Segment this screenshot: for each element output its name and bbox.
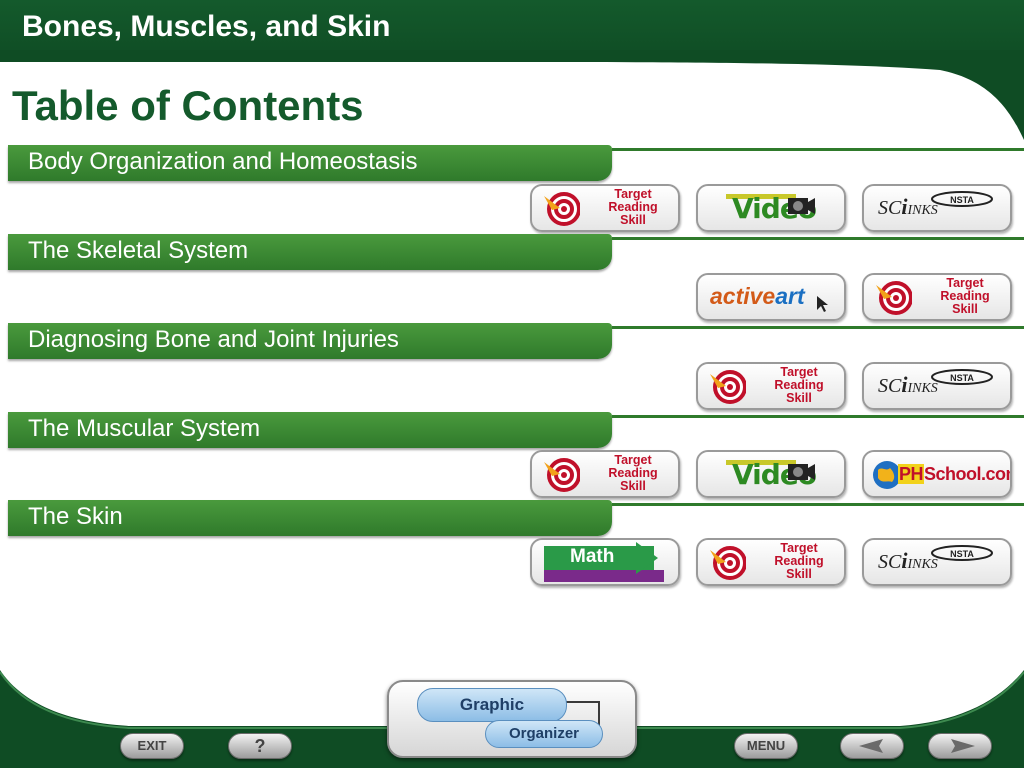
target-icon [710,546,746,580]
section-divider [612,503,1024,506]
scilinks-label: SCiINKS [878,194,938,219]
target-icon [544,192,580,226]
section-diagnosing-injuries[interactable]: Diagnosing Bone and Joint Injuries [8,323,612,359]
active-art-button[interactable]: activeart [696,273,846,321]
section-label: Diagnosing Bone and Joint Injuries [28,326,399,353]
target-reading-skill-label: Target Reading Skill [608,453,658,493]
scilinks-label: SCiINKS [878,548,938,573]
svg-text:NSTA: NSTA [950,195,974,205]
target-reading-skill-label: Target Reading Skill [774,365,824,405]
section-muscular-system[interactable]: The Muscular System [8,412,612,448]
svg-text:NSTA: NSTA [950,373,974,383]
math-stripe [544,570,664,582]
video-bar [726,460,796,465]
target-reading-skill-button[interactable]: Target Reading Skill [696,362,846,410]
target-reading-skill-button[interactable]: Target Reading Skill [696,538,846,586]
video-camera-icon [788,464,815,480]
math-banner [544,546,654,570]
organizer-pill: Organizer [485,720,603,748]
video-button[interactable]: Video [696,184,846,232]
phschool-label: PHSchool.com [898,464,1012,484]
help-button[interactable]: ? [228,733,292,759]
section-divider [612,326,1024,329]
target-reading-skill-button[interactable]: Target Reading Skill [530,184,680,232]
section-label: The Skin [28,503,123,530]
header-title: Bones, Muscles, and Skin [22,10,391,43]
cursor-icon [817,296,828,312]
scilinks-label: SCiINKS [878,372,938,397]
target-reading-skill-button[interactable]: Target Reading Skill [530,450,680,498]
exit-button[interactable]: EXIT [120,733,184,759]
math-button[interactable]: Math [530,538,680,586]
previous-button[interactable] [840,733,904,759]
target-reading-skill-label: Target Reading Skill [608,187,658,227]
target-icon [710,370,746,404]
scilinks-button[interactable]: SCiINKS NSTA [862,362,1012,410]
video-camera-icon [788,198,815,214]
section-skeletal-system[interactable]: The Skeletal System [8,234,612,270]
section-body-organization[interactable]: Body Organization and Homeostasis [8,145,612,181]
globe-icon [873,461,901,489]
page-title: Table of Contents [12,82,364,129]
active-art-label: activeart [710,283,805,309]
scilinks-button[interactable]: SCiINKS NSTA [862,184,1012,232]
menu-button[interactable]: MENU [734,733,798,759]
target-reading-skill-label: Target Reading Skill [940,276,990,316]
section-label: The Skeletal System [28,237,249,264]
math-label: Math [570,546,615,567]
scilinks-button[interactable]: SCiINKS NSTA [862,538,1012,586]
nsta-icon: NSTA [931,191,993,207]
section-divider [612,148,1024,151]
nsta-icon: NSTA [931,545,993,561]
section-skin[interactable]: The Skin [8,500,612,536]
arrow-left-icon [859,739,883,753]
next-button[interactable] [928,733,992,759]
phschool-button[interactable]: PHSchool.com [862,450,1012,498]
arrow-right-icon [636,542,658,574]
section-divider [612,415,1024,418]
target-reading-skill-label: Target Reading Skill [774,541,824,581]
section-label: Body Organization and Homeostasis [28,148,418,175]
graphic-pill: Graphic [417,688,567,722]
target-icon [876,281,912,315]
section-divider [612,237,1024,240]
nsta-icon: NSTA [931,369,993,385]
video-bar [726,194,796,199]
svg-text:NSTA: NSTA [950,549,974,559]
header-curve [0,50,1024,140]
graphic-organizer-button[interactable]: Graphic Organizer [387,680,637,758]
target-reading-skill-button[interactable]: Target Reading Skill [862,273,1012,321]
section-label: The Muscular System [28,415,261,442]
arrow-right-icon [951,739,975,753]
video-button[interactable]: Video [696,450,846,498]
target-icon [544,458,580,492]
